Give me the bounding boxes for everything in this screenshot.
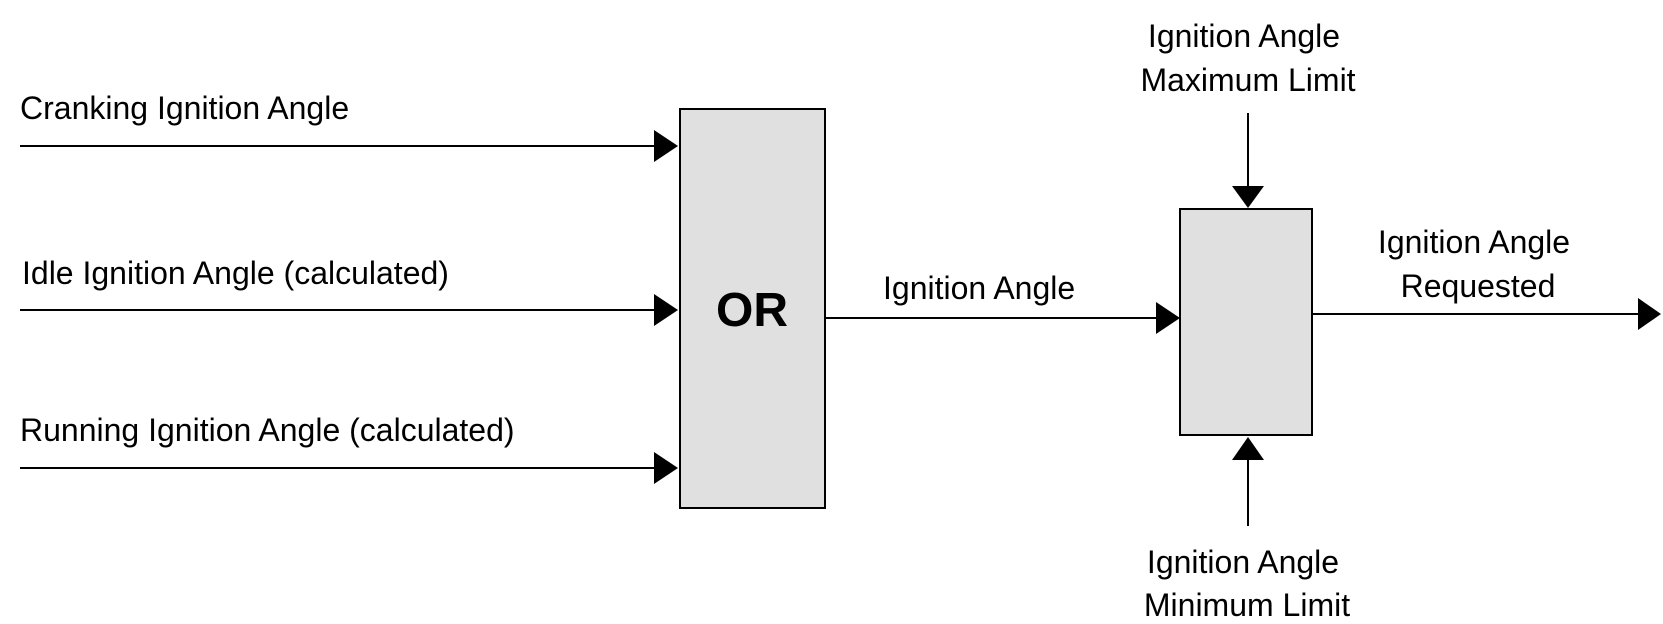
cranking-input-arrowhead	[654, 130, 678, 162]
maximum-limit-label-line2: Maximum Limit	[1140, 62, 1355, 98]
maximum-limit-label-line1: Ignition Angle	[1148, 18, 1340, 54]
minimum-limit-label-line2: Minimum Limit	[1144, 587, 1350, 623]
running-ignition-angle-label: Running Ignition Angle (calculated)	[20, 412, 515, 448]
limiter-block-rect	[1179, 208, 1313, 436]
output-label-line1: Ignition Angle	[1378, 224, 1570, 260]
ignition-angle-label: Ignition Angle	[883, 270, 1075, 306]
ignition-angle-arrowhead	[1156, 302, 1180, 334]
limiter-block	[1179, 208, 1313, 436]
or-block-label: OR	[716, 284, 788, 337]
ignition-angle-signal: Ignition Angle	[826, 270, 1180, 334]
maximum-limit-input: Ignition Angle Maximum Limit	[1140, 18, 1356, 208]
cranking-input: Cranking Ignition Angle	[20, 90, 678, 162]
idle-input: Idle Ignition Angle (calculated)	[20, 255, 678, 326]
minimum-limit-arrowhead	[1232, 437, 1264, 460]
output-label-line2: Requested	[1401, 268, 1556, 304]
idle-input-arrowhead	[654, 294, 678, 326]
idle-ignition-angle-label: Idle Ignition Angle (calculated)	[22, 255, 449, 291]
running-input: Running Ignition Angle (calculated)	[20, 412, 678, 484]
running-input-arrowhead	[654, 452, 678, 484]
or-block-rect	[679, 108, 826, 509]
or-block: OR	[679, 108, 826, 509]
output-arrowhead	[1638, 298, 1661, 330]
minimum-limit-label-line1: Ignition Angle	[1147, 544, 1339, 580]
maximum-limit-arrowhead	[1232, 186, 1264, 208]
cranking-ignition-angle-label: Cranking Ignition Angle	[20, 90, 349, 126]
minimum-limit-input: Ignition Angle Minimum Limit	[1144, 437, 1350, 623]
ignition-angle-requested-output: Ignition Angle Requested	[1312, 224, 1661, 330]
